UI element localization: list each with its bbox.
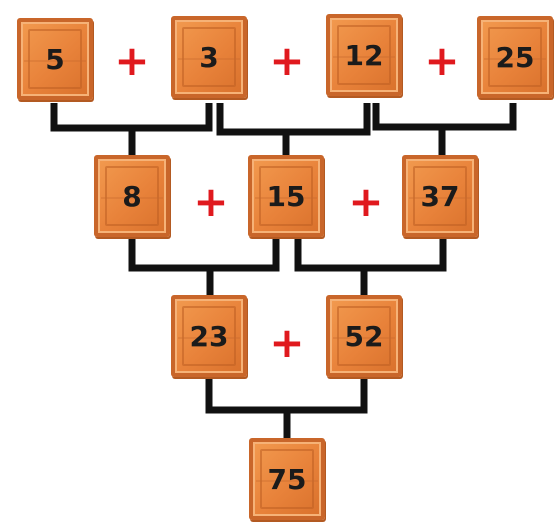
number-value: 8	[122, 179, 142, 213]
connector-15-37-to-52	[294, 237, 447, 272]
connector-23-52-to-75	[205, 377, 368, 414]
plus-sign: +	[193, 177, 229, 226]
number-value: 75	[267, 462, 307, 496]
number-box: 15	[248, 155, 324, 237]
number-value: 25	[495, 40, 535, 74]
number-value: 23	[189, 319, 229, 353]
number-box: 12	[326, 14, 402, 96]
number-value: 5	[45, 42, 65, 76]
number-box: 37	[402, 155, 478, 237]
number-box: 8	[94, 155, 170, 237]
number-box: 52	[326, 295, 402, 377]
number-value: 52	[344, 319, 384, 353]
number-box: 25	[477, 16, 553, 98]
connector-12-25-to-37	[372, 103, 517, 131]
number-box: 75	[249, 438, 325, 520]
connector-5-3-to-8	[50, 103, 213, 132]
connector-8-15-to-23	[128, 237, 280, 272]
number-value: 15	[266, 179, 306, 213]
plus-sign: +	[269, 36, 305, 85]
number-value: 3	[199, 40, 219, 74]
number-box: 5	[17, 18, 93, 100]
plus-sign: +	[269, 318, 305, 367]
connector-3-12-to-15	[216, 103, 371, 136]
number-box: 3	[171, 16, 247, 98]
plus-sign: +	[424, 36, 460, 85]
plus-sign: +	[114, 36, 150, 85]
number-value: 37	[420, 179, 460, 213]
number-box: 23	[171, 295, 247, 377]
number-value: 12	[344, 38, 384, 72]
plus-sign: +	[348, 177, 384, 226]
